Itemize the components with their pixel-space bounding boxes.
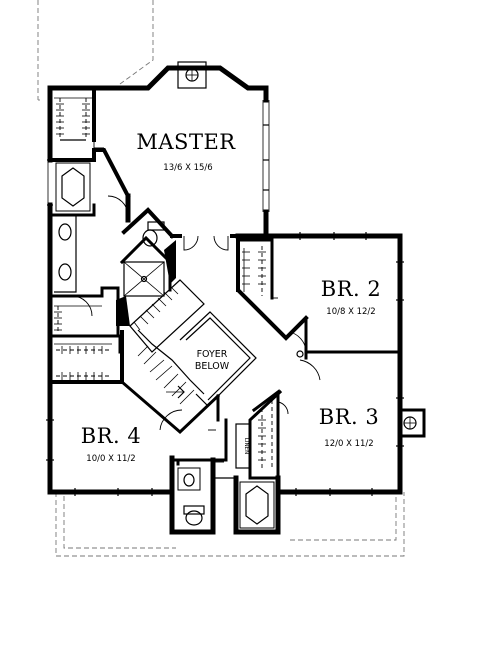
master-closet [54,86,104,152]
hall-bath [176,458,275,529]
window-marks [46,232,404,496]
br4-door [159,409,216,431]
linen-closet: LINEN [235,423,251,469]
staircase [120,279,221,435]
br3-closet [251,389,289,480]
room-name-master: MASTER [136,130,236,154]
roof-outline-top [37,0,154,101]
shower [116,235,176,326]
room-dims-master: 13/6 X 15/6 [163,163,212,173]
br4-closet [48,330,124,384]
room-name-br3: BR. 3 [319,405,379,429]
foyer-opening [179,311,257,407]
br2-door [289,331,307,358]
exterior-walls [47,65,403,535]
room-dims-br2: 10/8 X 12/2 [326,307,375,317]
master-double-door [183,235,229,251]
room-dims-br4: 10/0 X 11/2 [86,454,135,464]
linen-label: LINEN [243,438,249,454]
br2-closet [236,238,278,300]
room-dims-br3: 12/0 X 11/2 [324,439,373,449]
foyer-label-line2: BELOW [195,361,230,372]
chimney-top [177,61,207,89]
foyer-label-line1: FOYER [197,349,228,360]
porch-roof-outline [55,492,405,557]
br3-door [299,359,321,381]
left-closet [48,286,120,338]
master-bath [48,148,175,293]
room-name-br2: BR. 2 [321,277,381,301]
room-name-br4: BR. 4 [81,424,141,448]
chimney-right [398,408,426,438]
